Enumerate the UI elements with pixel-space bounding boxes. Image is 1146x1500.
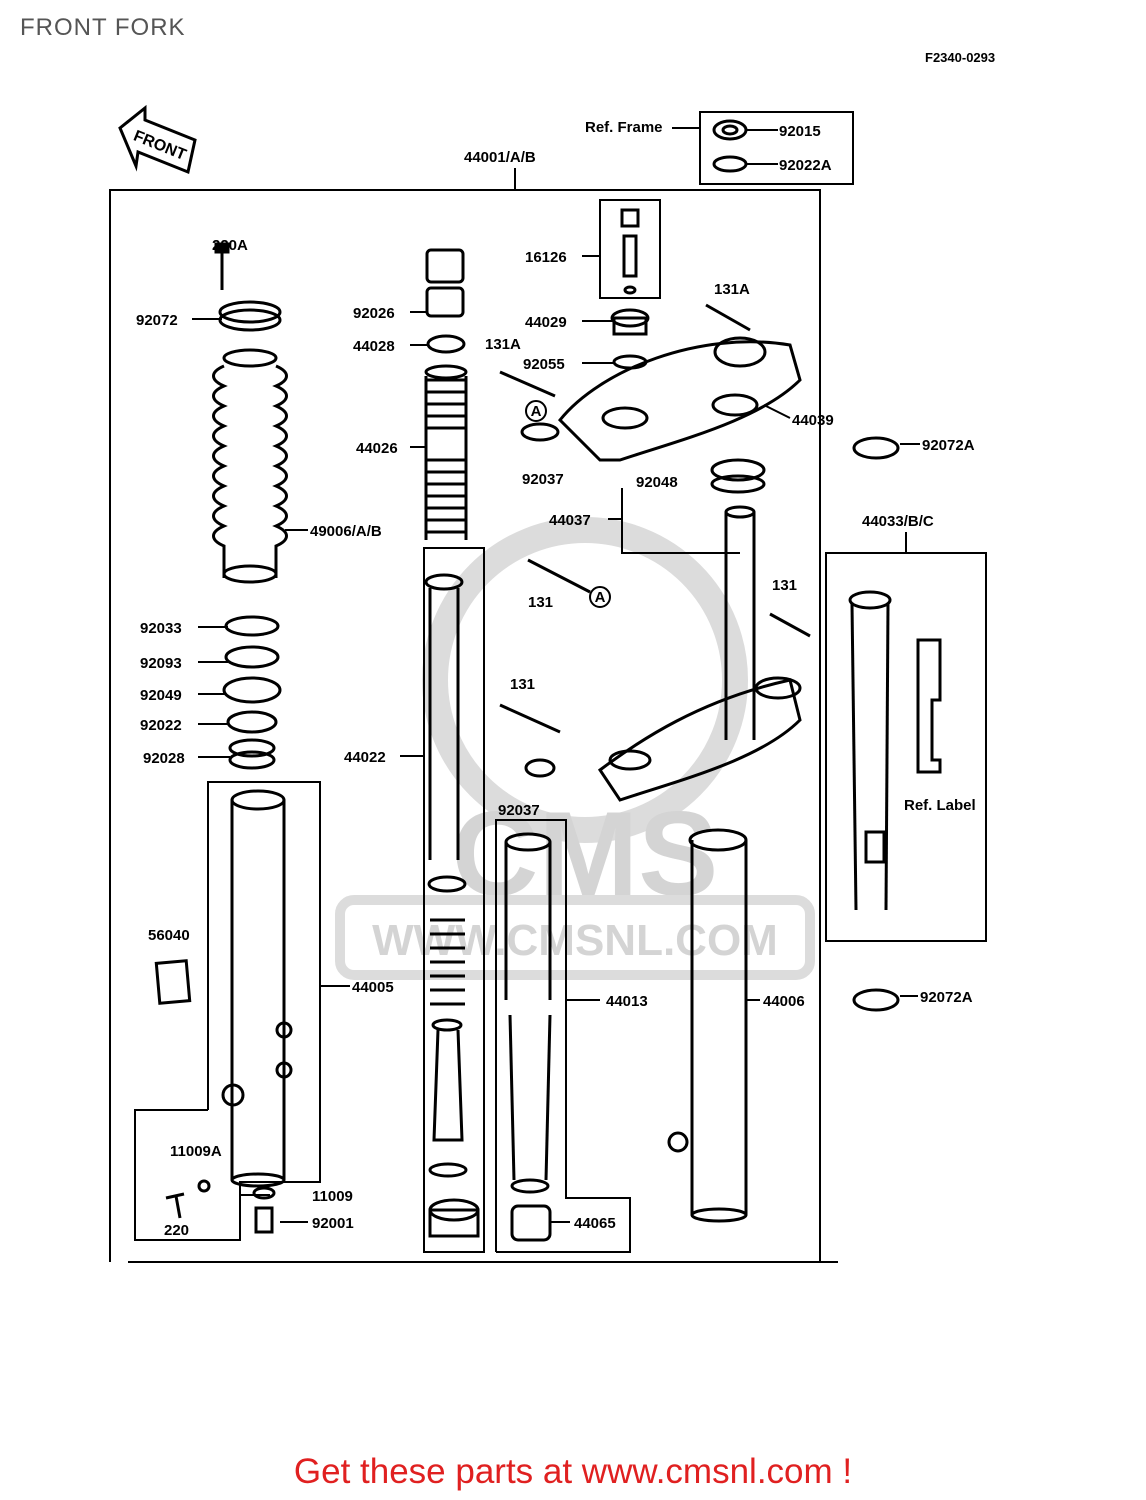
label-44026: 44026 [356,440,398,457]
ref-a-circle-2 [589,586,611,608]
label-44039: 44039 [792,412,834,429]
watermark: CMS WWW.CMSNL.COM [335,517,815,980]
part-labels: 44001/A/B Ref. Frame 92015 92022A 220A 9… [136,119,976,1239]
label-ref-frame: Ref. Frame [585,119,663,136]
label-ref-a-1: A [531,403,542,420]
label-131-mid: 131 [528,594,553,611]
label-44037: 44037 [549,512,591,529]
triple-clamp [499,208,811,802]
ref-a-circle-1 [525,400,547,422]
label-44005: 44005 [352,979,394,996]
label-44028: 44028 [353,338,395,355]
label-ref-a-2: A [595,589,606,606]
label-131A-right: 131A [714,281,750,298]
label-92072: 92072 [136,312,178,329]
left-parts [154,242,293,1234]
label-44006: 44006 [763,993,805,1010]
label-44022: 44022 [344,749,386,766]
label-92001: 92001 [312,1215,354,1232]
label-131-right: 131 [772,577,797,594]
page-title: FRONT FORK [20,14,186,41]
label-92022A: 92022A [779,157,832,174]
label-131A-left: 131A [485,336,521,353]
label-92015: 92015 [779,123,821,140]
leader-lines [192,255,920,1223]
label-ref-label: Ref. Label [904,797,976,814]
label-92037-top: 92037 [522,471,564,488]
label-92037-bottom: 92037 [498,802,540,819]
label-44013: 44013 [606,993,648,1010]
label-44029: 44029 [525,314,567,331]
label-44065: 44065 [574,1215,616,1232]
label-44033: 44033/B/C [862,513,934,530]
label-220: 220 [164,1222,189,1239]
label-11009: 11009 [312,1188,353,1205]
drawing-code: F2340-0293 [925,50,996,65]
washer-92022A [712,155,748,173]
label-92026: 92026 [353,305,395,322]
label-92072A-bottom: 92072A [920,989,973,1006]
label-92033: 92033 [140,620,182,637]
ref-a-markers [525,400,611,608]
nut-92015 [712,119,748,141]
label-49006: 49006/A/B [310,523,382,540]
label-92072A-top: 92072A [922,437,975,454]
label-92048: 92048 [636,474,678,491]
label-92028: 92028 [143,750,185,767]
label-44001: 44001/A/B [464,149,536,166]
label-11009A: 11009A [170,1143,222,1160]
label-92049: 92049 [140,687,182,704]
label-92022: 92022 [140,717,182,734]
frame-lines [109,111,987,1263]
label-220A: 220A [212,237,248,254]
label-16126: 16126 [525,249,567,266]
watermark-url: WWW.CMSNL.COM [372,916,778,965]
label-131-left: 131 [510,676,535,693]
promo-banner[interactable]: Get these parts at www.cmsnl.com ! [293,1452,853,1491]
label-56040: 56040 [148,927,190,944]
label-92093: 92093 [140,655,182,672]
label-92055: 92055 [523,356,565,373]
front-direction-arrow: FRONT [118,104,197,175]
